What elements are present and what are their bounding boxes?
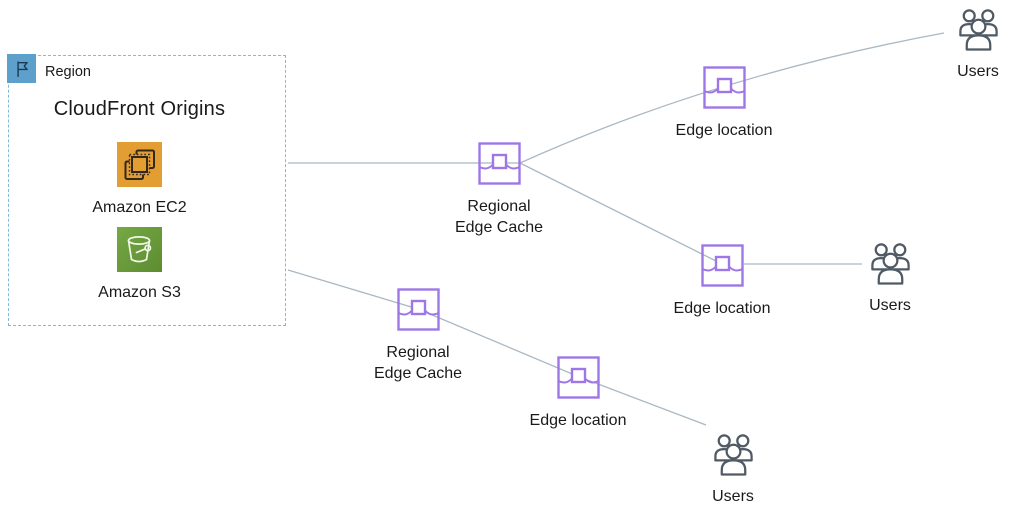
edge-location-bottom-label: Edge location: [529, 412, 627, 429]
label-line1: Regional: [386, 344, 450, 361]
users-top-label: Users: [957, 63, 999, 80]
region-label: Region: [45, 64, 91, 80]
edge-node-icon: [477, 142, 521, 185]
users-group-icon: [870, 243, 910, 285]
node-edge-location-middle: Edge location: [652, 244, 792, 319]
edge-location-top-label: Edge location: [675, 122, 773, 139]
flag-icon: [17, 61, 28, 77]
amazon-ec2-label: Amazon EC2: [92, 199, 187, 216]
node-edge-location-bottom: Edge location: [508, 356, 648, 431]
users-middle-label: Users: [869, 297, 911, 314]
region-flag-badge: [7, 54, 37, 84]
edge-location-middle-label: Edge location: [673, 300, 771, 317]
users-group-icon: [958, 9, 998, 51]
label-line1: Regional: [467, 198, 531, 215]
amazon-s3-label: Amazon S3: [98, 284, 181, 301]
node-edge-location-top: Edge location: [654, 66, 794, 141]
connector-region-to-rec2-to-el-to-users: [287, 269, 707, 426]
amazon-s3-icon: [117, 227, 162, 272]
users-group-icon: [713, 434, 753, 476]
node-users-bottom: Users: [663, 431, 803, 507]
node-users-top: Users: [908, 6, 1024, 82]
cloudfront-origins-title: CloudFront Origins: [53, 98, 226, 120]
connector-rec1-to-el-middle: [519, 162, 723, 265]
edge-node-icon: [396, 288, 440, 331]
region-group-box: Region CloudFront Origins Amazon EC2: [7, 54, 286, 326]
node-users-middle: Users: [820, 240, 960, 316]
edge-node-icon: [556, 356, 600, 399]
users-bottom-label: Users: [712, 488, 754, 505]
label-line2: Edge Cache: [454, 219, 544, 236]
amazon-ec2-icon: [117, 142, 162, 187]
label-line2: Edge Cache: [373, 365, 463, 382]
edge-node-icon: [700, 244, 744, 287]
edge-node-icon: [702, 66, 746, 109]
